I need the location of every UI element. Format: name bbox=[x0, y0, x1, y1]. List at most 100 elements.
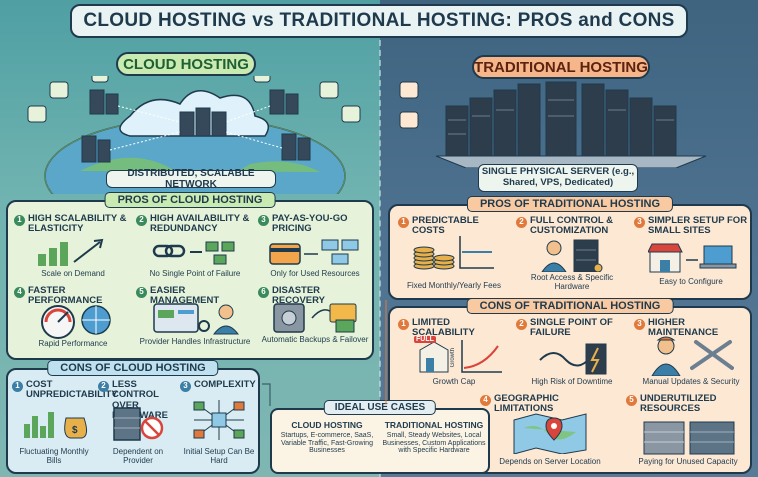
ideal-cloud-body: Startups, E-commerce, SaaS, Variable Tra… bbox=[280, 432, 374, 455]
technician-tools-icon bbox=[651, 336, 734, 376]
con-title: LIMITED SCALABILITY bbox=[412, 317, 475, 339]
database-icon bbox=[27, 105, 47, 123]
gear-icon bbox=[253, 76, 271, 83]
page-title: CLOUD HOSTING vs TRADITIONAL HOSTING: PR… bbox=[70, 4, 688, 38]
con-desc: Manual Updates & Security bbox=[642, 377, 740, 386]
safe-folder-icon bbox=[273, 303, 357, 333]
con-desc: High Risk of Downtime bbox=[531, 377, 613, 386]
chain-link-icon bbox=[152, 241, 235, 265]
coin-stack-icon bbox=[413, 236, 494, 270]
pro-number: 3 bbox=[258, 215, 269, 226]
gear-icon bbox=[198, 320, 210, 332]
database-icon bbox=[399, 81, 419, 99]
con-desc: Paying for Unused Capacity bbox=[638, 457, 738, 466]
con-title: HIGHER MAINTENANCE bbox=[648, 317, 719, 339]
con-number: 3 bbox=[634, 319, 645, 330]
pro-desc: Automatic Backups & Failover bbox=[261, 335, 369, 344]
pro-title: HIGH AVAILABILITY & REDUNDANCY bbox=[150, 213, 250, 235]
pro-desc: Rapid Performance bbox=[38, 339, 108, 348]
con-number: 2 bbox=[516, 319, 527, 330]
pro-number: 6 bbox=[258, 287, 269, 298]
pro-number: 5 bbox=[136, 287, 147, 298]
shop-laptop-icon bbox=[648, 243, 737, 273]
con-number: 4 bbox=[480, 395, 491, 406]
cloud-pros-title: PROS OF CLOUD HOSTING bbox=[104, 192, 276, 208]
con-desc: Dependent on Provider bbox=[112, 447, 164, 465]
con-title: COST UNPREDICTABILITY bbox=[26, 379, 118, 401]
pro-desc: Easy to Configure bbox=[659, 277, 723, 286]
bar-chart-arrow-icon bbox=[38, 238, 104, 266]
complex-network-icon bbox=[193, 400, 245, 440]
ideal-use-cases-panel: IDEAL USE CASES CLOUD HOSTING Startups, … bbox=[270, 400, 490, 474]
pro-number: 3 bbox=[634, 217, 645, 228]
locked-server-icon bbox=[113, 407, 164, 441]
dashboard-person-icon bbox=[153, 303, 240, 335]
money-bag-chart-icon: $ bbox=[24, 412, 88, 439]
con-desc: Depends on Server Location bbox=[499, 457, 601, 466]
con-desc: Initial Setup Can Be Hard bbox=[183, 447, 255, 465]
pro-title: SIMPLER SETUP FOR SMALL SITES bbox=[648, 215, 748, 237]
con-desc: Growth Cap bbox=[432, 377, 476, 386]
con-number: 1 bbox=[398, 319, 409, 330]
speedometer-globe-icon bbox=[41, 305, 111, 339]
pro-title: PREDICTABLE COSTS bbox=[412, 215, 479, 237]
svg-text:$: $ bbox=[72, 425, 78, 436]
con-title: GEOGRAPHIC LIMITATIONS bbox=[494, 393, 559, 415]
pro-title: FULL CONTROL & CUSTOMIZATION bbox=[530, 215, 614, 237]
pro-title: HIGH SCALABILITY & ELASTICITY bbox=[28, 213, 127, 235]
con-number: 2 bbox=[98, 381, 109, 392]
chart-icon bbox=[341, 105, 361, 123]
ideal-traditional-title: TRADITIONAL HOSTING bbox=[384, 420, 484, 430]
credit-card-flow-icon bbox=[269, 239, 359, 265]
ideal-cloud-column: CLOUD HOSTING Startups, E-commerce, SaaS… bbox=[276, 420, 378, 455]
ideal-traditional-column: TRADITIONAL HOSTING Small, Steady Websit… bbox=[380, 420, 488, 455]
pro-title: PAY-AS-YOU-GO PRICING bbox=[272, 213, 348, 235]
lock-icon bbox=[399, 111, 419, 129]
full-label: FULL bbox=[414, 336, 436, 343]
empty-server-icon bbox=[643, 421, 735, 455]
key-icon bbox=[593, 263, 603, 272]
pro-desc: Provider Handles Infrastructure bbox=[139, 337, 251, 346]
pro-number: 2 bbox=[136, 215, 147, 226]
person-server-icon bbox=[541, 239, 603, 272]
pro-title: EASIER MANAGEMENT bbox=[150, 285, 220, 307]
broken-server-icon bbox=[539, 343, 607, 375]
con-number: 3 bbox=[180, 381, 191, 392]
con-number: 5 bbox=[626, 395, 637, 406]
center-divider bbox=[379, 40, 381, 477]
pro-desc: Scale on Demand bbox=[41, 269, 105, 278]
pro-desc: Fixed Monthly/Yearly Fees bbox=[407, 281, 501, 290]
ideal-cloud-title: CLOUD HOSTING bbox=[291, 420, 363, 430]
pro-number: 2 bbox=[516, 217, 527, 228]
pro-desc: Root Access & Specific Hardware bbox=[530, 273, 614, 291]
server-icon bbox=[445, 81, 677, 157]
pro-number: 1 bbox=[398, 217, 409, 228]
map-pin-icon bbox=[513, 413, 587, 454]
pro-number: 1 bbox=[14, 215, 25, 226]
cloud-cons-title: CONS OF CLOUD HOSTING bbox=[47, 360, 219, 376]
pro-title: DISASTER RECOVERY bbox=[272, 285, 325, 307]
network-caption: DISTRIBUTED, SCALABLE NETWORK bbox=[106, 168, 276, 190]
growth-cap-icon: FULL Growth bbox=[414, 336, 504, 374]
pro-desc: Only for Used Resources bbox=[270, 269, 360, 278]
traditional-pros-title: PROS OF TRADITIONAL HOSTING bbox=[466, 196, 674, 212]
